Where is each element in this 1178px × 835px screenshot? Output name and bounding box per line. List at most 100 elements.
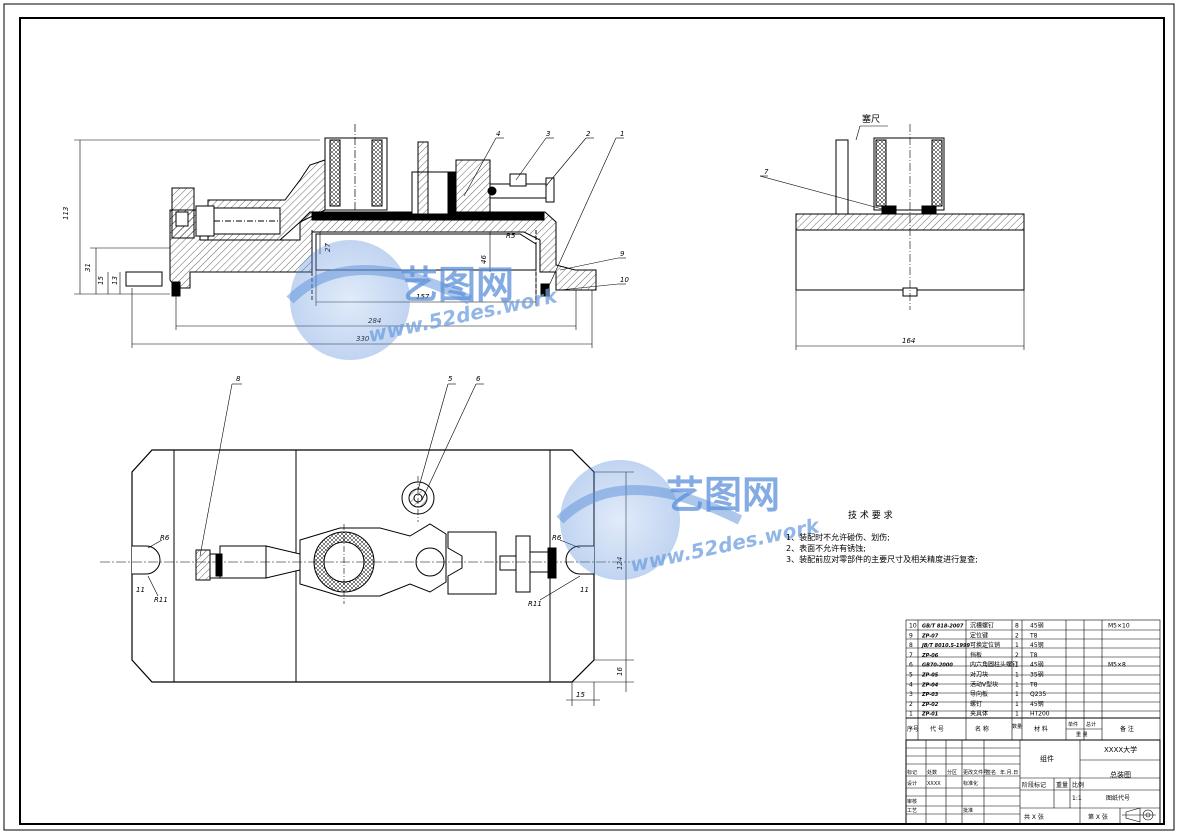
tb-process: 工艺 (907, 808, 917, 814)
dim-31: 31 (84, 263, 92, 272)
part-qty-cell: 1 (1015, 681, 1019, 688)
part-name-cell: 对刀块 (970, 671, 988, 679)
tb-mark: 标记 (907, 769, 917, 776)
top-view (100, 383, 634, 706)
tb-drawing-no: 图纸代号 (1106, 794, 1130, 802)
tb-sign: 签名 (986, 769, 996, 776)
part-no-cell: 3 (909, 691, 913, 698)
part-code-cell: ZP-04 (921, 682, 939, 688)
hdr-code: 代 号 (930, 725, 944, 733)
tb-weight: 重量 (1056, 781, 1068, 789)
part-code-cell: ZP-06 (921, 653, 939, 659)
dim-r5: R5 (506, 232, 516, 240)
watermark-2: 艺图网 www.52des.work (556, 460, 823, 580)
part-material-cell: T8 (1029, 652, 1038, 659)
part-material-cell: 45钢 (1030, 641, 1044, 649)
part-material-cell: 45钢 (1030, 622, 1044, 630)
callout-3: 3 (546, 130, 550, 138)
part-no-cell: 6 (909, 662, 913, 669)
part-no-cell: 5 (909, 672, 913, 679)
part-name-cell: 内六角圆柱头螺钉 (970, 661, 1018, 669)
part-material-cell: Q235 (1030, 691, 1046, 698)
part-code-cell: ZP-07 (921, 633, 939, 639)
part-note-cell: M5×8 (1108, 662, 1126, 669)
dim-11-right: 11 (580, 586, 589, 594)
tb-sheets-total: 共 X 张 (1024, 813, 1044, 821)
sheet-border (3, 3, 1175, 831)
tb-designer: XXXX (927, 781, 941, 787)
ruler-label: 塞尺 (862, 113, 880, 125)
technical-requirements: 技 术 要 求 1、装配时不允许碰伤、划伤; 2、表面不允许有锈蚀; 3、装配前… (786, 509, 978, 564)
tb-scale-value: 1:1 (1072, 795, 1082, 802)
part-material-cell: 45钢 (1030, 700, 1044, 708)
watermark-name-2: 艺图网 (666, 473, 780, 517)
tb-standardize: 标准化 (963, 780, 978, 787)
part-qty-cell: 1 (1015, 662, 1019, 669)
part-qty-cell: 2 (1015, 632, 1019, 639)
tb-assembly: 组件 (1040, 754, 1054, 763)
hdr-name: 名 称 (975, 725, 989, 733)
side-view-labels: 塞尺 7 164 (764, 113, 915, 345)
hdr-weight: 重 量 (1076, 731, 1088, 738)
dim-164: 164 (902, 337, 915, 345)
parts-list-header: 序号 代 号 名 称 数量 材 料 单件 总计 重 量 备 注 (907, 721, 1134, 738)
tb-sheet-no: 第 X 张 (1088, 813, 1108, 821)
part-qty-cell: 8 (1015, 623, 1019, 630)
part-qty-cell: 1 (1015, 691, 1019, 698)
part-code-cell: JB/T 8010.5-1999 (921, 643, 970, 649)
callout-2: 2 (586, 130, 591, 138)
part-qty-cell: 1 (1015, 672, 1019, 679)
part-note-cell: M5×10 (1108, 623, 1130, 630)
dim-11-left: 11 (136, 586, 145, 594)
part-no-cell: 1 (909, 711, 913, 718)
part-qty-cell: 1 (1015, 711, 1019, 718)
hdr-note: 备 注 (1120, 725, 1134, 733)
front-callouts (463, 137, 626, 291)
hdr-material: 材 料 (1034, 725, 1048, 733)
part-qty-cell: 1 (1015, 701, 1019, 708)
callout-5: 5 (448, 375, 453, 383)
part-name-cell: 夹具体 (970, 710, 988, 718)
tb-approve: 批准 (963, 807, 973, 814)
tb-school: XXXX大学 (1104, 745, 1137, 754)
callout-7: 7 (764, 168, 769, 176)
front-callout-labels: 4 3 2 1 9 10 (496, 130, 629, 284)
tech-item-3: 3、装配前应对零部件的主要尺寸及相关精度进行复查; (786, 554, 978, 564)
tb-count: 处数 (927, 769, 937, 776)
tech-item-1: 1、装配时不允许碰伤、划伤; (786, 532, 890, 542)
hdr-unit-weight: 单件 (1068, 721, 1078, 728)
callout-1: 1 (620, 130, 624, 138)
part-name-cell: 活动V型块 (970, 680, 998, 688)
front-section-view (125, 124, 597, 300)
part-name-cell: 定位键 (970, 631, 988, 639)
dim-46: 46 (480, 255, 488, 264)
tb-check: 审核 (907, 798, 917, 805)
part-code-cell: GB70-2000 (922, 663, 953, 669)
part-material-cell: T8 (1029, 681, 1038, 688)
dim-16: 16 (616, 667, 624, 676)
dim-r6-left: R6 (160, 534, 170, 542)
part-code-cell: ZP-01 (921, 712, 938, 718)
callout-8: 8 (236, 375, 241, 383)
part-no-cell: 2 (909, 701, 913, 708)
part-material-cell: HT200 (1030, 711, 1050, 718)
dim-15: 15 (97, 276, 105, 285)
dim-157: 157 (416, 293, 430, 301)
tb-date: 年.月.日 (1000, 769, 1018, 776)
tb-zone: 分区 (947, 769, 957, 776)
projection-symbol-icon (1122, 807, 1156, 823)
hdr-qty: 数量 (1012, 723, 1022, 730)
part-qty-cell: 2 (1015, 652, 1019, 659)
hdr-no: 序号 (907, 725, 919, 733)
part-code-cell: GB/T 818-2007 (922, 624, 964, 630)
parts-list-grid (905, 619, 1161, 825)
watermark-name-1: 艺图网 (400, 263, 514, 307)
part-code-cell: ZP-02 (921, 702, 939, 708)
tb-scale: 比例 (1072, 781, 1084, 789)
part-name-cell: 沉槽螺钉 (970, 622, 994, 630)
callout-6: 6 (476, 375, 481, 383)
part-name-cell: 挡板 (970, 651, 982, 659)
side-view (759, 124, 1025, 350)
